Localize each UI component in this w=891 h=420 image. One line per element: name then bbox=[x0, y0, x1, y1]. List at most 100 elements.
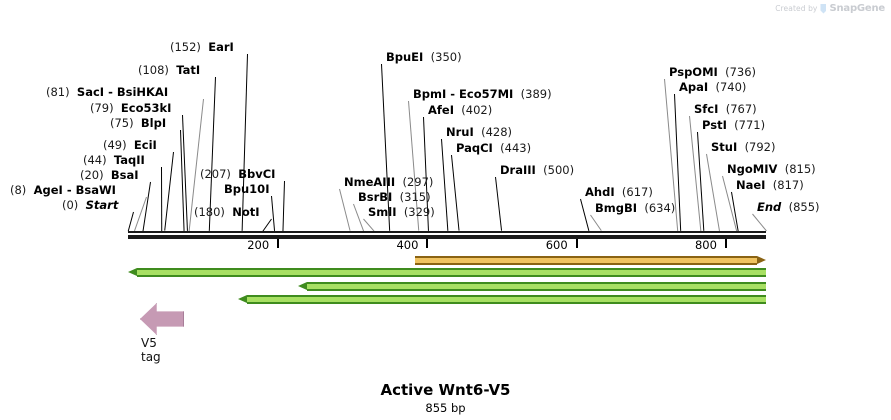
restriction-site-label[interactable]: SfcI (767) bbox=[694, 103, 757, 115]
restriction-site-label[interactable]: (180) NotI bbox=[194, 206, 260, 218]
restriction-site-name: SfcI bbox=[694, 102, 719, 116]
feature-arrow[interactable] bbox=[238, 295, 766, 304]
leader-line bbox=[128, 211, 135, 232]
restriction-site-position: (108) bbox=[138, 63, 169, 77]
restriction-site-position: (792) bbox=[744, 140, 776, 154]
leader-line bbox=[451, 154, 460, 232]
restriction-site-name: DraIII bbox=[500, 163, 536, 177]
restriction-site-name: Start bbox=[85, 198, 119, 212]
restriction-site-label[interactable]: (20) BsaI bbox=[80, 169, 139, 181]
leader-line bbox=[339, 188, 351, 232]
restriction-site-name: EarI bbox=[208, 40, 234, 54]
restriction-site-name: NgoMIV bbox=[727, 162, 778, 176]
restriction-site-position: (152) bbox=[170, 40, 201, 54]
restriction-site-name: StuI bbox=[711, 140, 738, 154]
snapgene-watermark: Created by SnapGene bbox=[775, 3, 885, 14]
restriction-site-position: (634) bbox=[644, 201, 676, 215]
restriction-site-label[interactable]: BpmI - Eco57MI (389) bbox=[413, 88, 552, 100]
restriction-site-position: (767) bbox=[725, 102, 757, 116]
leader-line bbox=[590, 214, 602, 232]
restriction-site-position: (329) bbox=[403, 205, 435, 219]
restriction-site-label[interactable]: AfeI (402) bbox=[428, 104, 492, 116]
restriction-site-position: (20) bbox=[80, 168, 104, 182]
ruler-tick-label: 800 bbox=[694, 238, 717, 252]
restriction-site-label[interactable]: AhdI (617) bbox=[585, 186, 653, 198]
restriction-site-label[interactable]: NaeI (817) bbox=[736, 179, 804, 191]
restriction-site-position: (617) bbox=[621, 185, 653, 199]
ruler-tick-label: 400 bbox=[396, 238, 419, 252]
restriction-site-name: NaeI bbox=[736, 178, 766, 192]
restriction-site-position: (771) bbox=[734, 118, 766, 132]
restriction-site-label[interactable]: (152) EarI bbox=[170, 41, 234, 53]
leader-line bbox=[262, 218, 272, 232]
leader-line bbox=[441, 138, 449, 232]
feature-arrow[interactable] bbox=[128, 268, 766, 277]
restriction-site-label[interactable]: BmgBI (634) bbox=[595, 202, 675, 214]
restriction-site-label[interactable]: NgoMIV (815) bbox=[727, 163, 816, 175]
ruler-tick-mark bbox=[575, 239, 578, 248]
restriction-site-position: (180) bbox=[194, 205, 225, 219]
restriction-site-label[interactable]: StuI (792) bbox=[711, 141, 776, 153]
restriction-site-label[interactable]: (81) SacI - BsiHKAI bbox=[46, 86, 168, 98]
restriction-site-position: (402) bbox=[461, 103, 493, 117]
restriction-site-name: BpuEI bbox=[386, 50, 424, 64]
restriction-site-label[interactable]: (0) Start bbox=[62, 199, 118, 211]
restriction-site-label[interactable]: (79) Eco53kI bbox=[90, 102, 171, 114]
ruler-tick-mark bbox=[426, 239, 429, 248]
restriction-site-label[interactable]: (44) TaqII bbox=[83, 154, 145, 166]
restriction-site-label[interactable]: PaqCI (443) bbox=[456, 142, 531, 154]
restriction-site-label[interactable]: PspOMI (736) bbox=[669, 66, 756, 78]
restriction-site-label[interactable]: NruI (428) bbox=[446, 126, 512, 138]
restriction-site-name: NotI bbox=[232, 205, 260, 219]
feature-arrow-body bbox=[415, 256, 757, 265]
feature-arrow-head bbox=[128, 268, 137, 276]
leader-line bbox=[706, 153, 720, 232]
restriction-site-label[interactable]: (49) EciI bbox=[103, 139, 157, 151]
restriction-site-position: (44) bbox=[83, 153, 107, 167]
feature-arrow[interactable] bbox=[415, 256, 766, 265]
restriction-site-position: (350) bbox=[430, 50, 462, 64]
restriction-site-label[interactable]: DraIII (500) bbox=[500, 164, 574, 176]
restriction-site-label[interactable]: NmeAIII (297) bbox=[344, 176, 433, 188]
restriction-site-name: Bpu10I bbox=[224, 182, 270, 196]
ruler-tick-label: 600 bbox=[545, 238, 568, 252]
feature-arrow[interactable] bbox=[298, 282, 766, 291]
restriction-site-label[interactable]: ApaI (740) bbox=[679, 81, 746, 93]
restriction-site-label[interactable]: (75) BlpI bbox=[110, 117, 166, 129]
restriction-site-label[interactable]: Bpu10I bbox=[224, 183, 269, 195]
watermark-brand: SnapGene bbox=[829, 3, 885, 14]
leader-line bbox=[271, 195, 276, 232]
restriction-site-label[interactable]: (207) BbvCI bbox=[200, 168, 275, 180]
restriction-site-label[interactable]: BsrBI (315) bbox=[358, 191, 431, 203]
restriction-site-position: (8) bbox=[10, 183, 27, 197]
ruler-bar-top bbox=[128, 231, 766, 233]
restriction-site-label[interactable]: (8) AgeI - BsaWI bbox=[10, 184, 116, 196]
restriction-site-name: ApaI bbox=[679, 80, 709, 94]
restriction-site-name: PstI bbox=[702, 118, 727, 132]
restriction-site-position: (855) bbox=[788, 200, 820, 214]
restriction-site-position: (297) bbox=[402, 175, 434, 189]
feature-arrow-body bbox=[137, 268, 766, 277]
ruler-tick-label: 200 bbox=[247, 238, 270, 252]
restriction-site-name: TatI bbox=[176, 63, 201, 77]
restriction-site-label[interactable]: SmlI (329) bbox=[368, 206, 435, 218]
restriction-site-name: Eco53kI bbox=[120, 101, 172, 115]
restriction-site-label[interactable]: BpuEI (350) bbox=[386, 51, 462, 63]
restriction-site-name: NmeAIII bbox=[344, 175, 396, 189]
restriction-site-position: (75) bbox=[110, 116, 134, 130]
restriction-site-label[interactable]: PstI (771) bbox=[702, 119, 765, 131]
restriction-site-name: SmlI bbox=[368, 205, 397, 219]
restriction-site-name: SacI - BsiHKAI bbox=[76, 85, 169, 99]
ruler-tick-mark bbox=[724, 239, 727, 248]
restriction-site-name: End bbox=[757, 200, 782, 214]
restriction-site-label[interactable]: (108) TatI bbox=[138, 64, 200, 76]
restriction-site-position: (817) bbox=[772, 178, 804, 192]
leader-line bbox=[160, 166, 162, 232]
leader-line bbox=[752, 213, 767, 232]
ruler-tick-mark bbox=[277, 239, 280, 248]
restriction-site-position: (0) bbox=[62, 198, 79, 212]
restriction-site-label[interactable]: End (855) bbox=[757, 201, 820, 213]
sequence-length-label: 855 bp bbox=[425, 401, 466, 415]
restriction-site-position: (81) bbox=[46, 85, 70, 99]
